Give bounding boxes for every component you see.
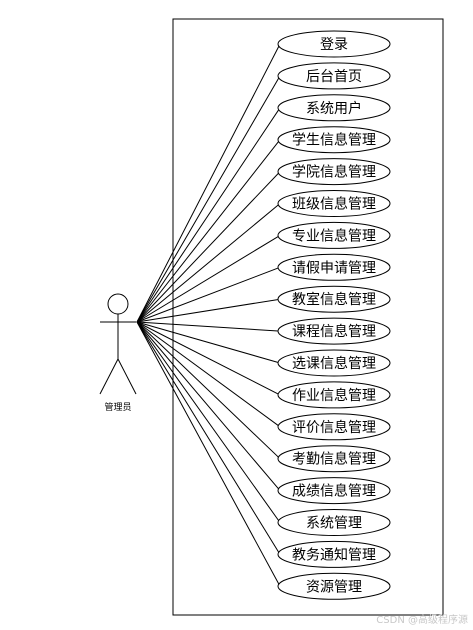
watermark: CSDN @高级程序源 xyxy=(376,613,468,626)
use-case-label: 作业信息管理 xyxy=(292,387,376,404)
use-case-ellipse xyxy=(277,413,391,441)
use-case-ellipse xyxy=(277,509,391,536)
use-case-label: 系统用户 xyxy=(306,100,362,117)
association-line xyxy=(136,139,281,323)
use-case-ellipse xyxy=(277,477,391,505)
use-case-ellipse xyxy=(277,445,391,473)
use-case: 学生信息管理 xyxy=(277,126,391,154)
actor-label: 管理员 xyxy=(104,401,131,413)
use-case-label: 教务通知管理 xyxy=(292,546,376,563)
use-case: 登录 xyxy=(277,30,391,58)
association-line xyxy=(136,321,281,364)
use-case-ellipse xyxy=(277,94,391,122)
use-case-ellipse xyxy=(277,30,391,58)
use-case: 课程信息管理 xyxy=(277,317,391,345)
association-line xyxy=(136,321,281,428)
use-case-label: 请假申请管理 xyxy=(292,260,376,276)
association-line xyxy=(136,266,281,323)
use-case: 作业信息管理 xyxy=(277,381,391,409)
use-case-ellipse xyxy=(277,253,391,281)
use-case: 考勤信息管理 xyxy=(277,445,391,473)
association-line xyxy=(136,321,281,460)
use-case-label: 系统管理 xyxy=(306,516,362,532)
use-case-label: 教室信息管理 xyxy=(292,291,376,308)
use-case: 后台首页 xyxy=(277,62,391,90)
association-line xyxy=(136,321,281,523)
use-case: 系统用户 xyxy=(277,94,391,122)
system-boundary xyxy=(172,18,444,616)
actor-admin: 管理员 xyxy=(99,293,137,413)
association-line xyxy=(136,43,281,323)
use-case: 教室信息管理 xyxy=(277,285,391,313)
association-line xyxy=(136,203,281,323)
use-case: 请假申请管理 xyxy=(277,253,391,281)
actor-head xyxy=(107,293,129,315)
use-case: 教务通知管理 xyxy=(277,540,391,568)
use-case-label: 后台首页 xyxy=(306,69,362,85)
use-case-ellipse xyxy=(277,349,391,377)
association-line xyxy=(136,321,281,332)
use-case: 专业信息管理 xyxy=(277,221,391,249)
use-case: 系统管理 xyxy=(277,509,391,536)
use-case: 选课信息管理 xyxy=(277,349,391,377)
use-case-ellipse xyxy=(277,190,391,217)
use-case-label: 学生信息管理 xyxy=(292,132,376,149)
association-line xyxy=(136,107,281,323)
use-case-label: 评价信息管理 xyxy=(292,419,376,436)
association-line xyxy=(136,321,281,555)
actor-right-leg xyxy=(117,358,137,395)
use-case-label: 学院信息管理 xyxy=(292,164,376,181)
use-case-ellipse xyxy=(277,62,391,90)
use-case-label: 登录 xyxy=(320,37,348,53)
use-case-ellipse xyxy=(277,317,391,345)
association-line xyxy=(136,321,281,491)
use-case-ellipse xyxy=(277,285,391,313)
association-lines xyxy=(136,43,281,587)
use-case-label: 班级信息管理 xyxy=(292,196,376,213)
use-case-ellipse xyxy=(277,126,391,154)
use-case-label: 考勤信息管理 xyxy=(292,451,376,468)
actor-left-leg xyxy=(99,358,119,395)
use-case-ellipse xyxy=(277,381,391,409)
association-line xyxy=(136,171,281,323)
association-line xyxy=(136,298,281,323)
use-case-ellipse xyxy=(277,572,391,600)
association-line xyxy=(136,321,281,396)
use-cases: 登录后台首页系统用户学生信息管理学院信息管理班级信息管理专业信息管理请假申请管理… xyxy=(277,30,391,600)
use-case-label: 成绩信息管理 xyxy=(292,483,376,500)
association-line xyxy=(136,234,281,323)
use-case-ellipse xyxy=(277,221,391,249)
use-case: 评价信息管理 xyxy=(277,413,391,441)
association-line xyxy=(136,321,281,587)
use-case: 成绩信息管理 xyxy=(277,477,391,505)
use-case: 班级信息管理 xyxy=(277,190,391,217)
use-case-label: 资源管理 xyxy=(306,579,362,595)
association-line xyxy=(136,75,281,323)
use-case-ellipse xyxy=(277,158,391,186)
use-case: 资源管理 xyxy=(277,572,391,600)
use-case-label: 专业信息管理 xyxy=(292,227,376,244)
use-case: 学院信息管理 xyxy=(277,158,391,186)
use-case-ellipse xyxy=(277,540,391,568)
use-case-label: 选课信息管理 xyxy=(292,355,376,372)
use-case-label: 课程信息管理 xyxy=(292,323,376,340)
